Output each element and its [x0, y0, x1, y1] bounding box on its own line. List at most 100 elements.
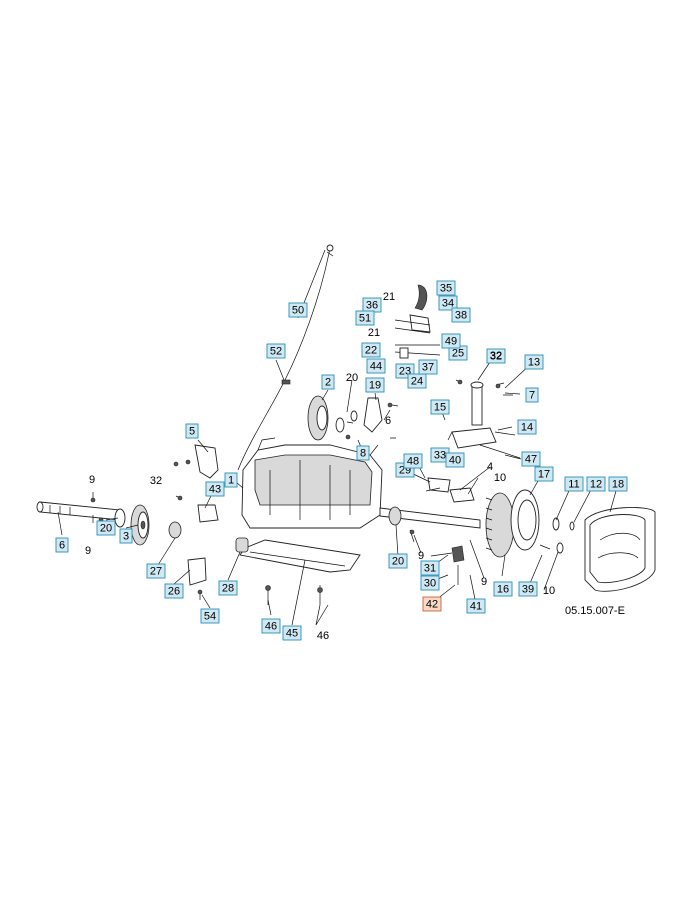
part-label-52: 52: [266, 343, 286, 359]
part-label-text: 18: [612, 479, 624, 491]
gear-2: [307, 395, 358, 441]
washer-11: [552, 517, 560, 531]
part-label-20: 20: [388, 553, 408, 569]
part-label-text: 52: [270, 346, 282, 358]
upper-assembly: [394, 284, 441, 359]
part-label-49: 49: [441, 333, 461, 349]
part-label-45: 45: [282, 625, 302, 641]
part-label-box: [164, 583, 184, 599]
cable-eye: [326, 244, 334, 252]
part-label-box: [407, 373, 427, 389]
part-number-9: 9: [85, 545, 91, 557]
drawing-code: 05.15.007-E: [565, 605, 625, 617]
part-label-box: [438, 295, 458, 311]
part-label-box: [288, 302, 308, 318]
gear-3: [130, 504, 150, 546]
part-label-box: [355, 310, 375, 326]
part-label-1: 1: [224, 472, 238, 488]
part-label-box: [451, 307, 471, 323]
part-label-text: 35: [440, 283, 452, 295]
part-label-text: 16: [497, 584, 509, 596]
part-label-box: [200, 608, 220, 624]
part-label-text: 46: [265, 621, 277, 633]
part-label-box: [525, 387, 539, 403]
part-label-41: 41: [466, 598, 486, 614]
part-label-text: 3: [123, 531, 129, 543]
part-label-16: 16: [493, 581, 513, 597]
part-label-text: 49: [445, 336, 457, 348]
lever-19: [363, 397, 383, 433]
bracket-5: [194, 444, 219, 479]
part-label-text: 51: [359, 313, 371, 325]
part-label-box: [608, 476, 628, 492]
part-label-box: [521, 451, 541, 467]
part-number-10: 10: [543, 585, 555, 597]
part-number-4: 4: [487, 461, 493, 473]
part-label-18: 18: [608, 476, 628, 492]
shaft-6: [36, 501, 121, 521]
part-label-box: [282, 625, 302, 641]
part-label-text: 28: [222, 583, 234, 595]
part-label-box: [356, 445, 370, 461]
post-15: [451, 381, 521, 459]
part-label-text: 17: [538, 469, 550, 481]
part-label-text: 15: [434, 402, 446, 414]
part-number-9: 9: [418, 550, 424, 562]
part-label-text: 14: [521, 422, 533, 434]
part-label-text: 38: [455, 310, 467, 322]
cover-18: [584, 507, 656, 592]
part-label-text: 5: [189, 426, 195, 438]
part-label-box: [224, 472, 238, 488]
part-label-box: [445, 452, 465, 468]
part-label-37: 37: [418, 359, 438, 375]
part-label-text: 25: [452, 348, 464, 360]
part-label-2: 2: [321, 374, 335, 390]
part-label-box: [564, 476, 584, 492]
part-label-text: 20: [100, 523, 112, 535]
part-label-box: [493, 581, 513, 597]
part-label-box: [420, 575, 440, 591]
part-label-text: 11: [568, 479, 579, 491]
part-label-35: 35: [436, 280, 456, 296]
part-label-box: [430, 399, 450, 415]
part-label-text: 13: [528, 357, 540, 369]
part-label-box: [365, 377, 385, 393]
part-label-13: 13: [524, 354, 544, 370]
part-label-box: [418, 359, 438, 375]
part-label-42: 42: [422, 596, 442, 612]
part-label-22: 22: [361, 342, 381, 358]
part-label-box: [403, 453, 423, 469]
part-label-text: 33: [434, 450, 446, 462]
part-label-text: 19: [369, 380, 381, 392]
part-label-28: 28: [218, 580, 238, 596]
part-label-box: [146, 563, 166, 579]
part-31: [451, 545, 465, 563]
part-label-text: 6: [59, 540, 65, 552]
part-label-box: [366, 358, 386, 374]
part-label-text: 31: [424, 563, 436, 575]
part-label-48: 48: [403, 453, 423, 469]
part-label-box: [388, 553, 408, 569]
part-label-text: 47: [525, 454, 537, 466]
part-label-text: 50: [292, 305, 304, 317]
part-label-51: 51: [355, 310, 375, 326]
part-label-5: 5: [185, 423, 199, 439]
ring-12: [569, 521, 575, 531]
part-label-text: 34: [442, 298, 454, 310]
part-label-text: 12: [590, 479, 602, 491]
part-label-box: [518, 581, 538, 597]
drive-shaft: [379, 507, 481, 529]
part-label-6: 6: [55, 537, 69, 553]
part-label-text: 45: [286, 628, 298, 640]
part-label-text: 37: [422, 362, 434, 374]
part-label-box: [218, 580, 238, 596]
part-number-6: 6: [385, 415, 391, 427]
part-label-text: 43: [209, 484, 221, 496]
part-label-19: 19: [365, 377, 385, 393]
part-label-box: [534, 466, 554, 482]
sprocket-wheel: [485, 489, 540, 558]
part-label-40: 40: [445, 452, 465, 468]
part-label-text: 20: [392, 556, 404, 568]
part-label-text: 40: [449, 455, 461, 467]
